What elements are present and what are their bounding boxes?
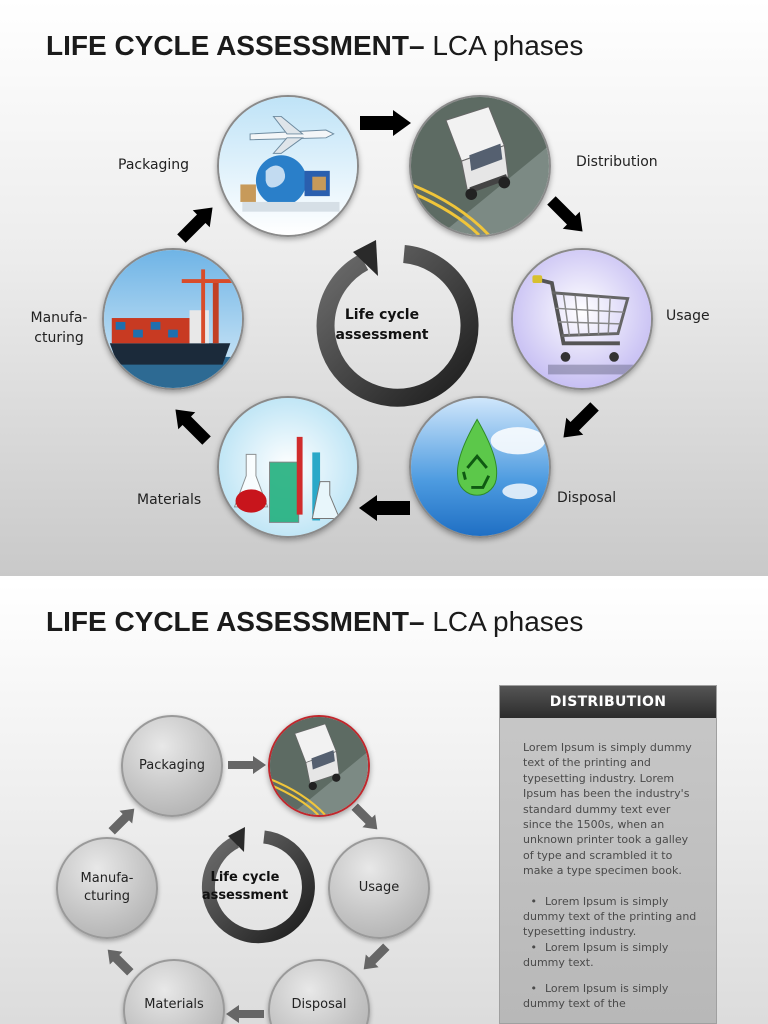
bullet-text: Lorem Ipsum is simply dummy text of the xyxy=(523,981,669,1011)
label-manufacturing-line1: Manufa- xyxy=(30,310,88,326)
distribution-photo xyxy=(409,95,551,237)
truck-icon xyxy=(411,97,549,235)
lab-flasks-icon xyxy=(219,398,357,536)
panel-body: Lorem Ipsum is simply dummy text of the … xyxy=(500,718,716,1012)
circle-usage[interactable]: Usage xyxy=(328,837,430,939)
center-label: Life cycle assessment xyxy=(190,869,300,905)
list-item: •Lorem Ipsum is simply dummy text. xyxy=(523,940,698,971)
bullet-text: Lorem Ipsum is simply dummy text of the … xyxy=(523,894,697,939)
arrow-up-right-icon xyxy=(108,808,135,835)
arrow-up-left-icon xyxy=(107,949,134,976)
circle-manufacturing[interactable]: Manufa- cturing xyxy=(56,837,158,939)
slide-title: LIFE CYCLE ASSESSMENT– LCA phases xyxy=(46,30,583,62)
arrow-down-left-icon xyxy=(563,402,599,438)
circle-usage-label: Usage xyxy=(358,880,400,895)
panel-bullet-list: •Lorem Ipsum is simply dummy text of the… xyxy=(523,894,698,1012)
globe-airplane-icon xyxy=(219,97,357,235)
cycle-ring-icon xyxy=(202,827,315,944)
arrow-up-right-icon xyxy=(177,207,213,243)
recycle-drop-icon xyxy=(411,398,549,536)
truck-icon xyxy=(270,717,368,815)
panel-heading: DISTRIBUTION xyxy=(500,686,716,718)
label-distribution: Distribution xyxy=(576,154,658,170)
label-usage: Usage xyxy=(666,308,710,324)
circle-manufacturing-line1: Manufa- xyxy=(80,871,134,886)
materials-photo xyxy=(217,396,359,538)
circle-packaging[interactable]: Packaging xyxy=(121,715,223,817)
detail-panel: DISTRIBUTION Lorem Ipsum is simply dummy… xyxy=(499,685,717,1024)
center-line-2: assessment xyxy=(335,327,429,343)
arrow-left-icon xyxy=(226,1005,264,1023)
center-line-2: assessment xyxy=(201,888,289,903)
manufacturing-photo xyxy=(102,248,244,390)
label-manufacturing-line2: cturing xyxy=(34,330,84,346)
packaging-photo xyxy=(217,95,359,237)
arrow-down-left-icon xyxy=(363,943,390,970)
center-line-1: Life cycle xyxy=(210,870,280,885)
panel-paragraph: Lorem Ipsum is simply dummy text of the … xyxy=(523,741,692,878)
label-materials: Materials xyxy=(137,492,202,508)
arrow-left-icon xyxy=(359,495,410,521)
title-bold: LIFE CYCLE ASSESSMENT– xyxy=(46,606,425,637)
circle-manufacturing-label: Manufa- cturing xyxy=(81,870,134,906)
bullet-text: Lorem Ipsum is simply dummy text. xyxy=(523,940,669,970)
circle-materials-label: Materials xyxy=(144,997,204,1012)
bullet-icon: • xyxy=(530,940,538,954)
circle-disposal-label: Disposal xyxy=(291,997,347,1012)
bullet-icon: • xyxy=(530,981,538,995)
title-bold: LIFE CYCLE ASSESSMENT– xyxy=(46,30,425,61)
arrow-right-icon xyxy=(228,756,266,774)
arrow-down-right-icon xyxy=(547,196,583,232)
disposal-photo xyxy=(409,396,551,538)
circle-distribution-photo[interactable] xyxy=(268,715,370,817)
cargo-ship-icon xyxy=(104,250,242,388)
cycle-arrows xyxy=(107,756,390,1023)
slide-lca-distribution-detail: LIFE CYCLE ASSESSMENT– LCA phases Life c… xyxy=(0,584,768,1024)
slide-lca-phases-overview: LIFE CYCLE ASSESSMENT– LCA phases Life c… xyxy=(0,0,768,576)
center-line-1: Life cycle xyxy=(344,307,420,323)
arrow-down-right-icon xyxy=(351,803,378,830)
usage-photo xyxy=(511,248,653,390)
center-label: Life cycle assessment xyxy=(322,305,442,345)
circle-packaging-label: Packaging xyxy=(139,758,205,773)
cycle-ring-icon xyxy=(316,240,479,407)
circle-manufacturing-line2: cturing xyxy=(84,889,130,904)
shopping-cart-icon xyxy=(513,250,651,388)
title-rest: LCA phases xyxy=(424,30,584,61)
title-rest: LCA phases xyxy=(424,606,584,637)
label-disposal: Disposal xyxy=(557,490,617,506)
label-packaging: Packaging xyxy=(118,157,190,173)
bullet-icon: • xyxy=(530,894,538,908)
slide-title: LIFE CYCLE ASSESSMENT– LCA phases xyxy=(46,606,583,638)
list-item: •Lorem Ipsum is simply dummy text of the… xyxy=(523,894,698,940)
cycle-arrows xyxy=(175,110,599,521)
arrow-up-left-icon xyxy=(175,409,211,445)
label-manufacturing: Manufa- cturing xyxy=(24,308,94,348)
arrow-right-icon xyxy=(360,110,411,136)
list-item: •Lorem Ipsum is simply dummy text of the xyxy=(523,981,698,1012)
